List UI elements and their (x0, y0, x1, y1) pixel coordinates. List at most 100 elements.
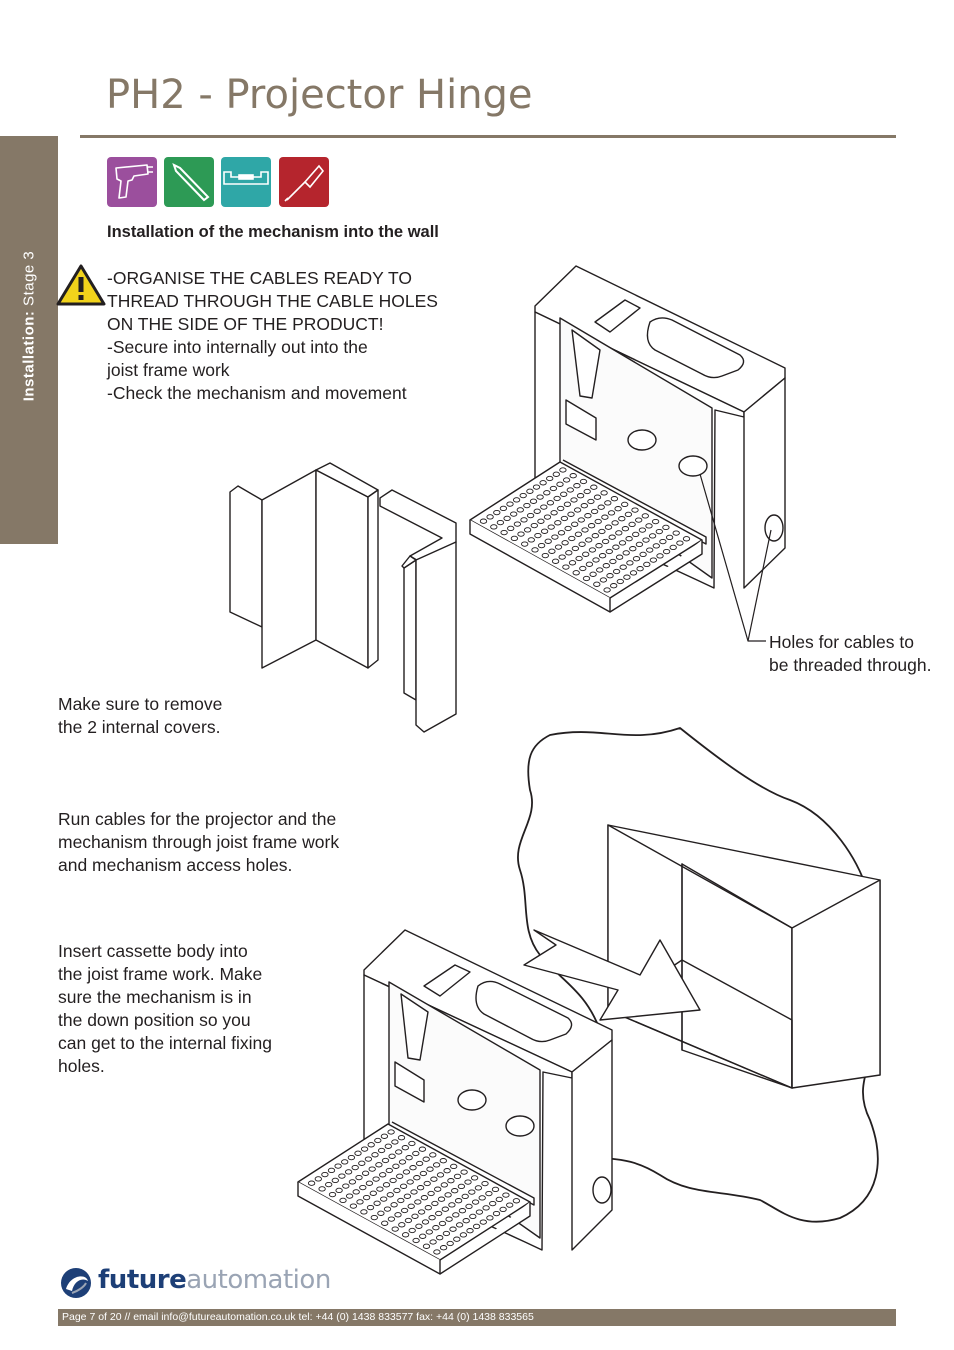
tray-hole (570, 497, 578, 503)
tray-hole (602, 563, 610, 569)
tray-hole (625, 536, 633, 542)
tray-hole (391, 1139, 399, 1145)
tray-hole (432, 1162, 441, 1168)
tray-hole (398, 1222, 406, 1228)
tray-hole (641, 513, 649, 519)
tray-hole (389, 1177, 397, 1184)
tray-hole (614, 506, 622, 512)
tray-hole (386, 1192, 394, 1198)
tray-hole (400, 1207, 409, 1214)
tray-hole (618, 540, 627, 546)
tray-hole (437, 1196, 446, 1202)
tray-hole (380, 1196, 388, 1202)
tray-hole (530, 522, 538, 529)
future-automation-logo: futureautomation (58, 1263, 331, 1303)
tray-hole (585, 537, 593, 543)
tray-hole (589, 571, 597, 577)
note-line: the 2 internal covers. (58, 717, 221, 737)
tray-hole (601, 514, 609, 520)
internal-cover-left (229, 462, 379, 669)
tray-hole (358, 1160, 366, 1166)
tray-hole (328, 1191, 337, 1198)
tray-hole (440, 1182, 448, 1188)
footer-contact: Page 7 of 20 // email info@futureautomat… (62, 1311, 534, 1323)
tray-hole (646, 547, 654, 553)
tray-hole (459, 1232, 468, 1238)
note-line: sure the mechanism is in (58, 987, 252, 1007)
tray-hole (610, 496, 619, 502)
tray-hole (592, 557, 600, 563)
note-line: mechanism through joist frame work (58, 832, 340, 852)
tray-hole (655, 528, 663, 535)
tray-hole (629, 546, 637, 552)
tray-hole (635, 517, 643, 523)
tray-hole (621, 526, 630, 532)
tray-hole (470, 1175, 479, 1181)
tray-hole (611, 520, 619, 526)
tray-hole (450, 1163, 458, 1170)
tray-hole (360, 1146, 369, 1152)
tray-hole (624, 511, 633, 518)
tray-hole (341, 1159, 349, 1165)
tray-hole (394, 1212, 402, 1218)
tray-hole (645, 523, 653, 529)
tray-hole (446, 1240, 454, 1247)
tray-hole (651, 518, 660, 525)
tray-hole (492, 1210, 501, 1217)
tray-hole (416, 1185, 425, 1191)
tray-hole (622, 550, 630, 556)
tray-hole (615, 554, 624, 560)
tray-hole (540, 528, 549, 534)
tray-hole (482, 1205, 490, 1211)
tray-hole (399, 1183, 408, 1189)
covers-note: Make sure to remove the 2 internal cover… (58, 693, 222, 739)
tray-hole (662, 548, 671, 555)
tray-hole (527, 537, 535, 543)
tray-hole (563, 501, 572, 507)
tray-hole (590, 508, 599, 515)
note-line: and mechanism access holes. (58, 855, 293, 875)
tray-hole (643, 561, 651, 568)
tray-hole (512, 497, 521, 503)
tray-hole (387, 1216, 396, 1222)
tray-hole (348, 1179, 357, 1185)
insert-arrow-icon (523, 929, 701, 1021)
tray-hole (541, 552, 549, 559)
tray-hole (455, 1222, 464, 1228)
callout-line: be threaded through. (769, 655, 932, 675)
tray-hole (356, 1199, 364, 1205)
tray-hole (543, 514, 552, 520)
tray-hole (510, 535, 519, 542)
tray-hole (420, 1195, 429, 1201)
tray-hole (372, 1176, 380, 1182)
tray-hole (656, 553, 664, 559)
tray-hole (453, 1173, 462, 1180)
tray-hole (615, 530, 623, 536)
tray-hole (526, 488, 534, 494)
tray-hole (517, 531, 525, 537)
tray-hole (568, 560, 577, 566)
tray-hole (465, 1203, 473, 1210)
tray-hole (345, 1193, 354, 1199)
tray-hole (593, 581, 601, 587)
tray-hole (571, 521, 579, 527)
tray-hole (513, 521, 522, 527)
tray-hole (669, 544, 677, 551)
tray-hole (608, 534, 616, 540)
tray-hole (338, 1173, 346, 1179)
tray-hole (445, 1216, 453, 1222)
tray-hole (610, 583, 618, 589)
tray-hole (370, 1214, 378, 1221)
tray-hole (547, 524, 555, 530)
tray-hole (452, 1212, 460, 1218)
tray-hole (422, 1156, 430, 1162)
tray-hole (314, 1176, 322, 1182)
note-line: Run cables for the projector and the (58, 809, 337, 829)
tray-hole (621, 501, 629, 508)
tray-hole (435, 1210, 443, 1217)
tray-hole (402, 1169, 411, 1175)
tray-hole (381, 1220, 389, 1226)
cable-holes-callout: Holes for cables to be threaded through. (769, 631, 932, 677)
tray-hole (565, 550, 573, 556)
tray-hole (568, 535, 576, 542)
